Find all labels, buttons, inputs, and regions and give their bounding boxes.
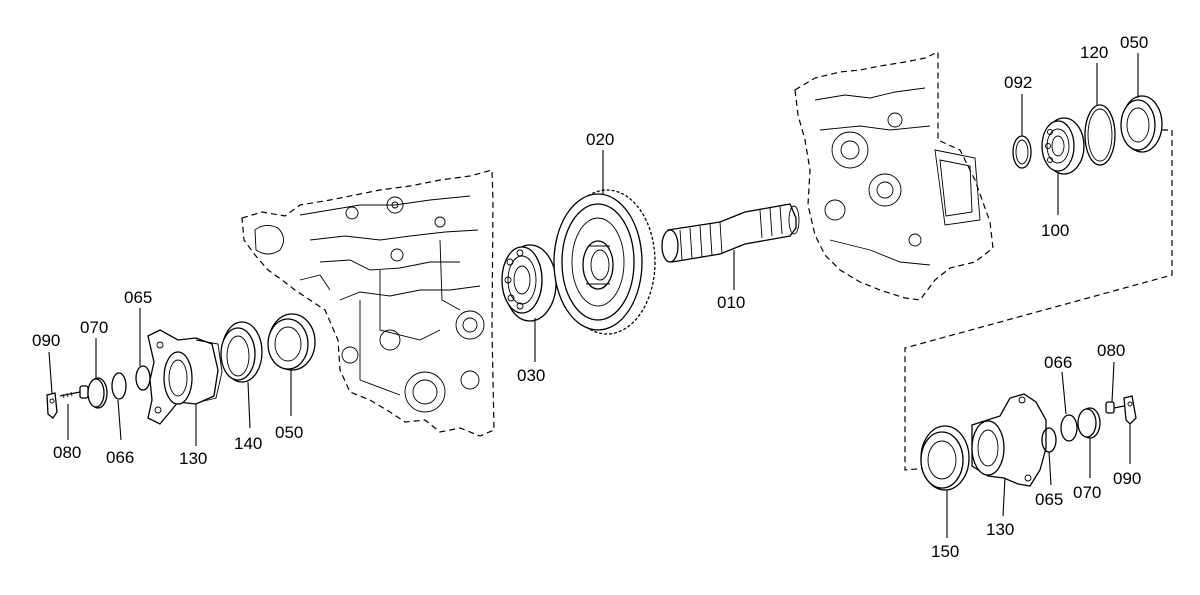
shim-150-right	[920, 425, 970, 491]
snapring-120	[1084, 104, 1116, 166]
label-090-left: 090	[32, 331, 60, 350]
washer-070-right	[1077, 407, 1101, 439]
label-070-left: 070	[80, 318, 108, 337]
label-080-right: 080	[1097, 341, 1125, 360]
label-050-left: 050	[275, 423, 303, 442]
ring-066-right	[1060, 414, 1078, 442]
flange-130-right	[971, 393, 1047, 487]
label-065-right: 065	[1035, 490, 1063, 509]
label-066-left: 066	[106, 448, 134, 467]
label-020: 020	[586, 130, 614, 149]
label-140-left: 140	[234, 434, 262, 453]
bearing-100	[1041, 117, 1085, 175]
label-065-left: 065	[124, 288, 152, 307]
flange-130-left	[147, 329, 223, 425]
ring-066-left	[111, 372, 127, 400]
screw-080-right	[1105, 401, 1125, 414]
label-070-right: 070	[1073, 483, 1101, 502]
label-010: 010	[717, 293, 745, 312]
bearing-030	[501, 244, 557, 322]
label-130-left: 130	[179, 449, 207, 468]
housing-left	[241, 169, 495, 437]
label-066-right: 066	[1044, 353, 1072, 372]
screw-080-left	[59, 385, 89, 399]
seal-050-right	[1120, 95, 1163, 153]
label-100: 100	[1041, 221, 1069, 240]
label-150-right: 150	[931, 542, 959, 561]
label-090-right: 090	[1113, 469, 1141, 488]
circlip-092	[1012, 135, 1032, 169]
label-050-right: 050	[1120, 33, 1148, 52]
shaft-010	[661, 203, 800, 263]
label-092: 092	[1004, 73, 1032, 92]
gear-020	[553, 189, 656, 335]
leader-lines	[48, 53, 1139, 538]
lockplate-090-right	[1123, 395, 1137, 425]
assembly-dash-line	[904, 129, 1173, 471]
washer-070-left	[87, 377, 108, 409]
label-080-left: 080	[53, 443, 81, 462]
part-labels: 020 010 030 090 070 065 080 066 130 140 …	[32, 33, 1148, 561]
label-120: 120	[1080, 43, 1108, 62]
seal-050-left	[267, 313, 316, 371]
shim-140-left	[220, 321, 263, 383]
oring-065-left	[135, 365, 151, 391]
housing-right	[794, 51, 994, 301]
label-030: 030	[517, 366, 545, 385]
label-130-right: 130	[986, 520, 1014, 539]
lockplate-090-left	[46, 392, 58, 419]
